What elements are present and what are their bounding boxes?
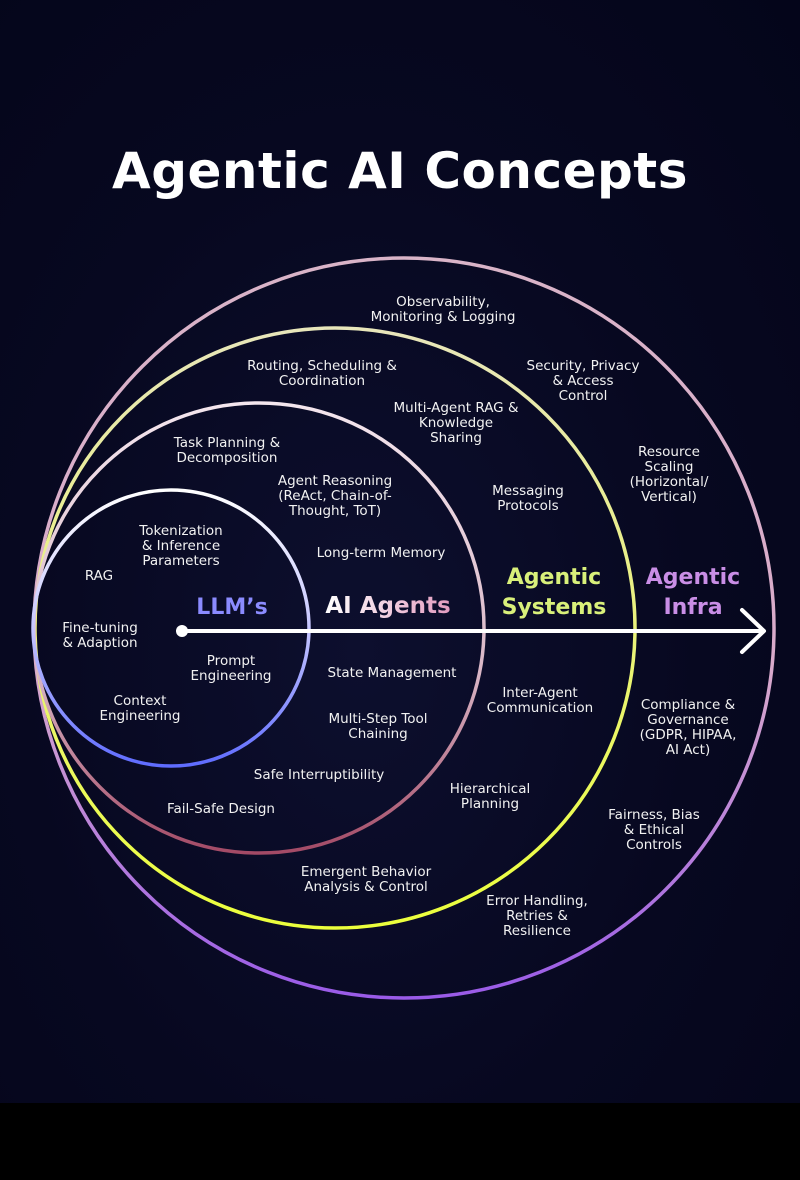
concept-routing-scheduling: Routing, Scheduling & Coordination: [247, 358, 397, 389]
concept-compliance-governance: Compliance & Governance (GDPR, HIPAA, AI…: [639, 697, 737, 758]
concept-resource-scaling: Resource Scaling (Horizontal/ Vertical): [629, 444, 709, 505]
concept-long-term-memory: Long-term Memory: [316, 545, 446, 561]
ring-label-agentic-infra: Agentic Infra: [645, 565, 741, 620]
concept-rag: RAG: [84, 568, 114, 584]
axis-arrow-head: [740, 608, 766, 654]
concept-observability: Observability, Monitoring & Logging: [370, 294, 516, 325]
concept-multi-step-tool-chaining: Multi-Step Tool Chaining: [328, 711, 428, 742]
concept-agent-reasoning: Agent Reasoning (ReAct, Chain-of- Though…: [277, 473, 393, 519]
concept-multi-agent-rag: Multi-Agent RAG & Knowledge Sharing: [393, 400, 519, 446]
concept-task-planning: Task Planning & Decomposition: [173, 435, 281, 466]
axis-origin-dot: [176, 625, 188, 637]
ring-label-agentic-systems: Agentic Systems: [501, 565, 607, 620]
concept-safe-interruptibility: Safe Interruptibility: [253, 767, 385, 783]
concept-prompt-engineering: Prompt Engineering: [190, 653, 272, 684]
concept-messaging-protocols: Messaging Protocols: [492, 483, 564, 514]
bottom-band: [0, 1103, 800, 1180]
ring-label-llms: LLM’s: [196, 595, 268, 620]
concept-state-management: State Management: [327, 665, 457, 681]
ring-llms: [31, 488, 311, 768]
concept-hierarchical-planning: Hierarchical Planning: [449, 781, 531, 812]
concept-fairness-bias: Fairness, Bias & Ethical Controls: [608, 807, 700, 853]
page-title: Agentic AI Concepts: [112, 142, 688, 200]
concept-error-handling: Error Handling, Retries & Resilience: [486, 893, 588, 939]
concept-context-engineering: Context Engineering: [99, 693, 181, 724]
concept-inter-agent-communication: Inter-Agent Communication: [486, 685, 594, 716]
concept-tokenization: Tokenization & Inference Parameters: [139, 523, 223, 569]
concept-fine-tuning: Fine-tuning & Adaption: [62, 620, 138, 651]
ring-label-ai-agents: AI Agents: [325, 593, 451, 619]
concept-security-privacy: Security, Privacy & Access Control: [526, 358, 640, 404]
concept-emergent-behavior: Emergent Behavior Analysis & Control: [300, 864, 432, 895]
concept-fail-safe-design: Fail-Safe Design: [167, 801, 275, 817]
